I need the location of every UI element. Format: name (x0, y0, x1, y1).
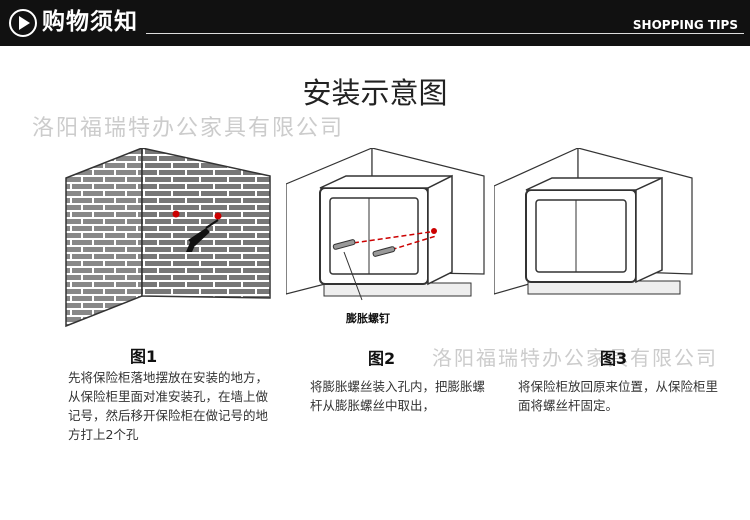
page-title: 安装示意图 (302, 76, 448, 110)
watermark-bottom: 洛阳福瑞特办公家具有限公司 (432, 346, 718, 370)
expansion-bolt (372, 246, 396, 257)
step-2-text: 将膨胀螺丝装入孔内，把膨胀螺杆从膨胀螺丝中取出， (310, 379, 486, 413)
expansion-bolt (332, 239, 356, 250)
header-divider (146, 33, 744, 34)
play-icon (9, 9, 37, 37)
header-bar: 购物须知 SHOPPING TIPS (0, 0, 750, 46)
marker-dot (214, 212, 222, 220)
illustration-1 (65, 148, 271, 328)
bolt-callout-label: 膨胀螺钉 (346, 312, 390, 325)
marker-dot (172, 210, 180, 218)
guide-line (345, 231, 431, 245)
header-tips: SHOPPING TIPS (626, 18, 738, 32)
wall-left (65, 148, 143, 328)
drill-icon (186, 219, 219, 252)
illustration-3 (494, 148, 693, 295)
watermark-top: 洛阳福瑞特办公家具有限公司 (32, 116, 345, 141)
marker-dot (431, 228, 437, 234)
wall-right (141, 148, 271, 299)
step-3-label: 图3 (600, 349, 628, 368)
step-1-label: 图1 (130, 347, 158, 366)
illustration-2 (286, 148, 485, 301)
step-2-label: 图2 (368, 349, 396, 368)
step-3-text: 将保险柜放回原来位置，从保险柜里面将螺丝杆固定。 (518, 379, 719, 413)
callout-line (343, 251, 363, 301)
step-1-text: 先将保险柜落地摆放在安装的地方，从保险柜里面对准安装孔，在墙上做记号，然后移开保… (68, 370, 269, 442)
header-title: 购物须知 (42, 9, 138, 35)
